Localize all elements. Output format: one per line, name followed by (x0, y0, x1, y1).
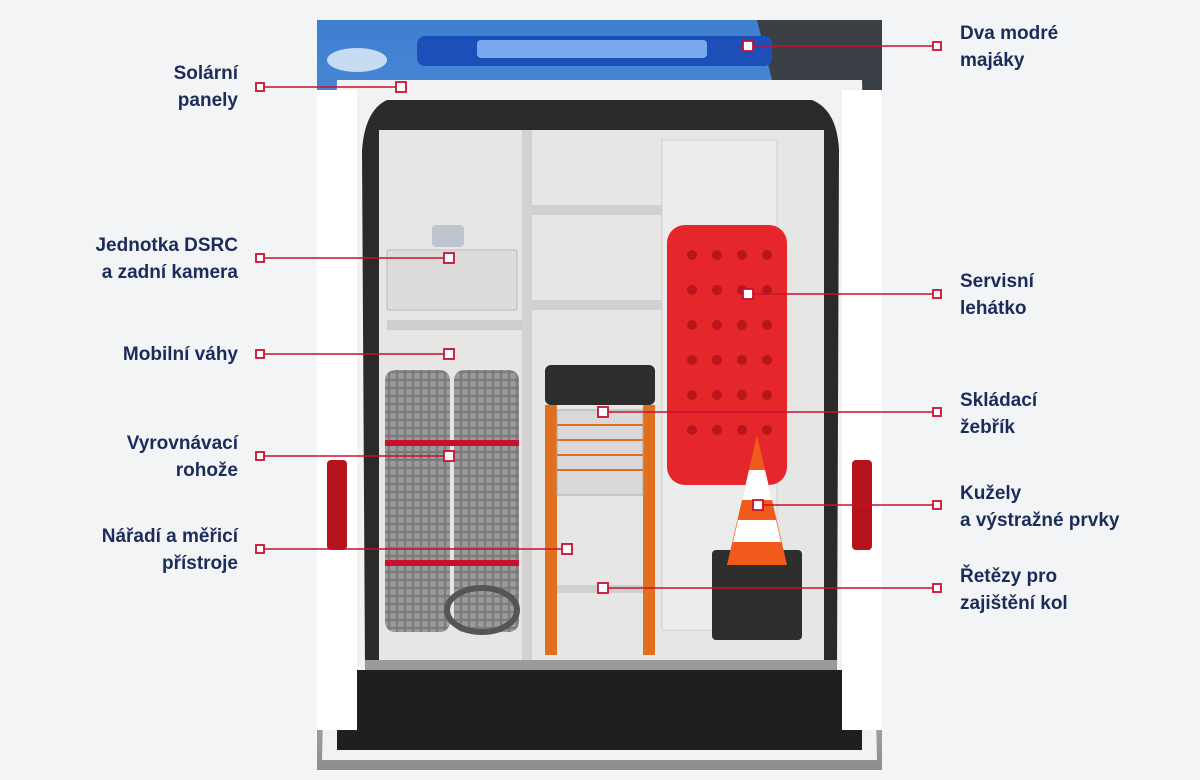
callout-label-mats: Vyrovnávací rohože (126, 433, 238, 481)
marker-outer-chains (932, 583, 942, 593)
marker-outer-mats (255, 451, 265, 461)
marker-outer-solar (255, 82, 265, 92)
callout-label-dsrc: Jednotka DSRC a zadní kamera (95, 235, 238, 283)
callout-label-creeper: Servisní lehátko (960, 271, 1034, 319)
callout-label-beacons: Dva modré majáky (960, 23, 1059, 71)
callout-label-solar: Solární panely (173, 63, 238, 111)
callout-label-chains: Řetězy pro zajištění kol (960, 566, 1068, 614)
marker-outer-scales (255, 349, 265, 359)
callout-label-tools: Nářadí a měřicí přístroje (101, 526, 238, 574)
marker-outer-tools (255, 544, 265, 554)
callout-label-ladder: Skládací žebřík (960, 390, 1038, 438)
marker-outer-creeper (932, 289, 942, 299)
marker-outer-ladder (932, 407, 942, 417)
callout-label-cones: Kužely a výstražné prvky (960, 483, 1120, 531)
marker-outer-cones (932, 500, 942, 510)
marker-outer-dsrc (255, 253, 265, 263)
van-rear-photo (317, 20, 882, 770)
callout-label-scales: Mobilní váhy (122, 344, 238, 365)
marker-outer-beacons (932, 41, 942, 51)
